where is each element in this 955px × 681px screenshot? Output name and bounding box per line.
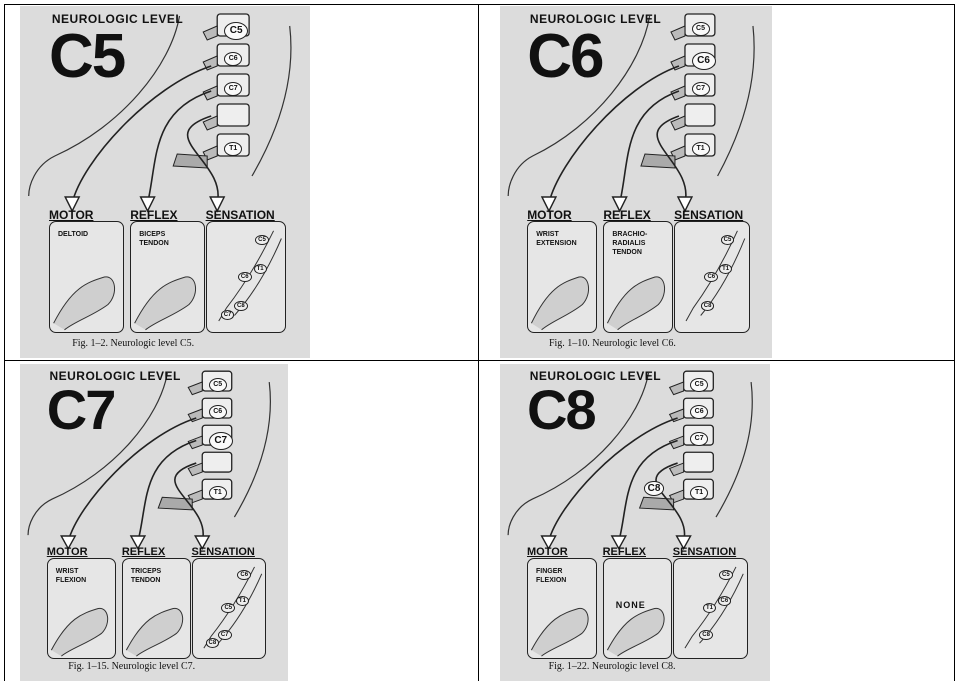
limb-sketch xyxy=(126,608,182,656)
vertebra-process xyxy=(203,26,217,40)
table-border-center xyxy=(478,4,479,681)
sensation-box: C5C6T1C8 xyxy=(674,221,749,333)
reflex-box: BRACHIO- RADIALIS TENDON xyxy=(603,221,673,333)
dermatome-label-c6: C6 xyxy=(704,272,718,282)
rib-head xyxy=(158,497,192,510)
dermatome-label-t1: T1 xyxy=(719,264,732,274)
dermatome-label-c7: C7 xyxy=(218,630,232,640)
header-sensation: SENSATION xyxy=(206,208,275,222)
header-sensation: SENSATION xyxy=(674,208,743,222)
dermatome-label-c8: C8 xyxy=(206,638,220,648)
nerve-root-arrow xyxy=(148,91,212,203)
motor-box: WRIST EXTENSION xyxy=(527,221,597,333)
dermatome-label-t1: T1 xyxy=(254,264,267,274)
limb-sketch xyxy=(532,277,589,330)
dermatome-label-c6: C6 xyxy=(238,272,252,282)
header-motor: MOTOR xyxy=(527,208,571,222)
neck-outline xyxy=(716,382,752,517)
nerve-root-arrow xyxy=(138,441,196,542)
header-motor: MOTOR xyxy=(47,546,88,558)
motor-text: DELTOID xyxy=(58,230,88,239)
reflex-box: TRICEPS TENDON xyxy=(122,558,191,659)
vertebra-label-t1: T1 xyxy=(692,142,710,156)
vertebra-body xyxy=(202,452,231,472)
limb-sketch xyxy=(51,608,107,656)
header-motor: MOTOR xyxy=(527,546,568,558)
rib-head xyxy=(640,497,674,510)
dermatome-label-c8: C8 xyxy=(699,630,713,640)
limb-sketch xyxy=(135,277,196,330)
level-title: C6 xyxy=(527,26,602,88)
header-sensation: SENSATION xyxy=(673,546,736,558)
vertebra-process xyxy=(670,382,684,395)
limb-sketch xyxy=(531,608,588,656)
table-border-middle xyxy=(4,360,955,361)
reflex-text: BRACHIO- RADIALIS TENDON xyxy=(612,230,647,257)
motor-box: WRIST FLEXION xyxy=(47,558,116,659)
vertebra-body xyxy=(684,452,714,472)
sensation-box: C5T1C6C8 xyxy=(673,558,748,659)
figure-caption: Fig. 1–15. Neurologic level C7. xyxy=(68,661,195,672)
vertebra-body xyxy=(685,104,715,126)
table-border-left xyxy=(4,4,5,681)
motor-box: DELTOID xyxy=(49,221,124,333)
header-reflex: REFLEX xyxy=(122,546,165,558)
header-sensation: SENSATION xyxy=(192,546,255,558)
level-title: C7 xyxy=(47,382,115,438)
header-reflex: REFLEX xyxy=(603,546,646,558)
header-reflex: REFLEX xyxy=(603,208,650,222)
header-motor: MOTOR xyxy=(49,208,93,222)
vertebra-label-c7: C7 xyxy=(692,82,710,96)
reflex-none-label: NONE xyxy=(616,600,646,610)
figure-caption: Fig. 1–10. Neurologic level C6. xyxy=(549,338,676,349)
limb-sketch xyxy=(608,277,665,330)
reflex-box: BICEPS TENDON xyxy=(130,221,205,333)
dermatome-label-c8: C8 xyxy=(234,301,248,311)
vertebra-body xyxy=(217,104,249,126)
dermatome-label-c5: C5 xyxy=(255,235,269,245)
reflex-text: BICEPS TENDON xyxy=(139,230,169,248)
table-border-top xyxy=(4,4,955,5)
limb-sketch xyxy=(607,608,664,656)
motor-box: FINGER FLEXION xyxy=(527,558,597,659)
neck-outline xyxy=(252,26,291,176)
vertebra-process xyxy=(188,382,202,395)
motor-text: FINGER FLEXION xyxy=(536,567,566,585)
motor-text: WRIST EXTENSION xyxy=(536,230,576,248)
level-title: C8 xyxy=(527,382,595,438)
header-reflex: REFLEX xyxy=(130,208,177,222)
reflex-box: NONE xyxy=(603,558,673,659)
limb-sketch xyxy=(54,277,115,330)
neck-outline xyxy=(234,382,270,517)
figure-panel-c7: NEUROLOGIC LEVELC7C5C6C7T1MOTORREFLEXSEN… xyxy=(20,364,288,681)
figure-caption: Fig. 1–2. Neurologic level C5. xyxy=(72,338,194,349)
vertebra-label-c6: C6 xyxy=(692,52,716,70)
vertebra-label-c5: C5 xyxy=(692,22,710,36)
reflex-text: TRICEPS TENDON xyxy=(131,567,161,585)
rib-head xyxy=(641,154,675,168)
vertebra-process xyxy=(671,26,685,40)
level-title: C5 xyxy=(49,26,124,88)
neck-outline xyxy=(718,26,755,176)
motor-text: WRIST FLEXION xyxy=(56,567,86,585)
figure-caption: Fig. 1–22. Neurologic level C8. xyxy=(549,661,676,672)
nerve-root-arrow xyxy=(620,91,679,203)
